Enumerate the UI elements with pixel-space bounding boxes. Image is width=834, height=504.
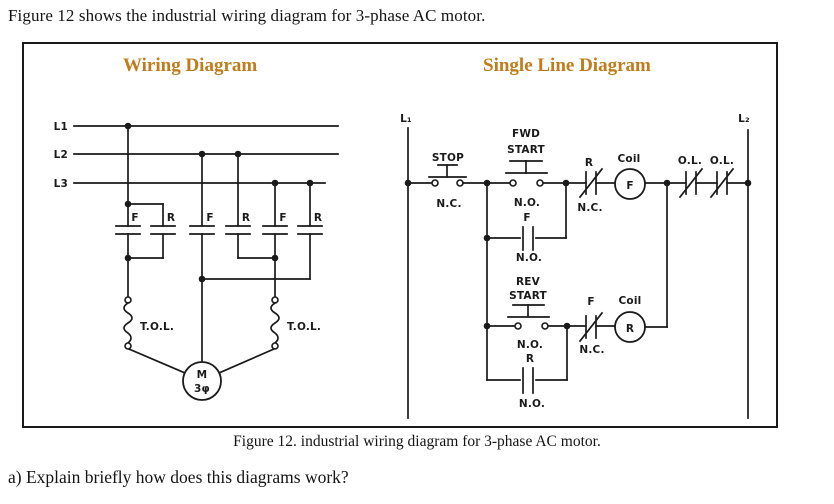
- phase-lines: L1 L2 L3: [54, 121, 339, 190]
- r-interlock-type-label: N.C.: [577, 202, 602, 214]
- motor-symbol: M 3φ: [127, 347, 276, 401]
- overload-right-symbol: T.O.L.: [270, 296, 321, 350]
- r-interlock-contact-symbol: R N.C.: [577, 157, 604, 214]
- rev-start-button-symbol: REV START N.O. R: [507, 276, 550, 365]
- stop-button-symbol: STOP N.C.: [428, 152, 467, 210]
- r-seal-type-label: N.O.: [519, 398, 545, 410]
- contact-f2-label: F: [206, 212, 213, 224]
- ol-left-label: O.L.: [678, 155, 702, 167]
- stop-type-label: N.C.: [436, 198, 461, 210]
- fwd-start-button-symbol: FWD START N.O.: [505, 128, 548, 209]
- rail-l2-label: L₂: [738, 113, 750, 125]
- wiring-l3-label: L3: [54, 178, 68, 190]
- coil-f-label: Coil: [618, 153, 641, 165]
- coil-r-symbol: Coil R: [614, 295, 646, 343]
- ladder-rails: L₁ L₂: [400, 113, 750, 419]
- contact-r2-label: R: [242, 212, 250, 224]
- f-interlock-type-label: N.C.: [579, 344, 604, 356]
- wiring-diagram-title: Wiring Diagram: [123, 55, 258, 76]
- rev-label-1: REV: [516, 276, 541, 288]
- figure-box: [22, 42, 778, 428]
- contact-plates: [115, 225, 323, 235]
- ol-contact-left-symbol: O.L.: [678, 155, 704, 199]
- wiring-diagram: L1 L2 L3 F R F R: [54, 121, 339, 401]
- contact-f3-label: F: [279, 212, 286, 224]
- wiring-l1-label: L1: [54, 121, 68, 133]
- ol-right-label: O.L.: [710, 155, 734, 167]
- fwd-label-1: FWD: [512, 128, 540, 140]
- motor-m-label: M: [197, 369, 208, 381]
- tol-right-label: T.O.L.: [287, 321, 321, 333]
- fwd-type-label: N.O.: [514, 197, 540, 209]
- rev-seal-letter-label: R: [526, 353, 534, 365]
- f-interlock-label: F: [587, 296, 594, 308]
- question-text: a) Explain briefly how does this diagram…: [8, 467, 349, 487]
- contact-f1-label: F: [131, 212, 138, 224]
- single-line-diagram-title: Single Line Diagram: [483, 55, 651, 76]
- wiring-l2-label: L2: [54, 149, 68, 161]
- single-line-diagram: L₁ L₂ STOP N.C. FWD ST: [400, 113, 752, 419]
- overload-left-symbol: T.O.L.: [123, 296, 174, 350]
- rev-type-label: N.O.: [517, 339, 543, 351]
- contactor-contacts: F R F R F R: [115, 212, 323, 363]
- contact-r1-label: R: [167, 212, 175, 224]
- contact-r3-label: R: [314, 212, 322, 224]
- rev-rung: REV START N.O. R F N.C.: [483, 182, 668, 365]
- r-interlock-label: R: [585, 157, 593, 169]
- coil-f-symbol: Coil F: [614, 153, 646, 200]
- r-seal-contact-symbol: N.O.: [486, 325, 568, 410]
- fwd-label-2: START: [507, 144, 545, 156]
- rail-l1-label: L₁: [400, 113, 412, 125]
- f-seal-type-label: N.O.: [516, 252, 542, 264]
- tol-left-label: T.O.L.: [140, 321, 174, 333]
- f-seal-contact-symbol: F N.O.: [483, 182, 567, 381]
- coil-r-letter: R: [626, 323, 634, 335]
- contactor-wiring: [124, 125, 311, 227]
- coil-r-label: Coil: [619, 295, 642, 307]
- ol-contact-right-symbol: O.L.: [709, 155, 735, 199]
- f-seal-letter: F: [523, 212, 530, 224]
- coil-f-letter: F: [626, 180, 633, 192]
- stop-label: STOP: [432, 152, 464, 164]
- figure-caption: Figure 12. industrial wiring diagram for…: [233, 433, 601, 450]
- intro-text: Figure 12 shows the industrial wiring di…: [8, 6, 486, 25]
- rev-label-2: START: [509, 290, 547, 302]
- f-interlock-contact-symbol: F N.C.: [578, 296, 604, 356]
- fwd-rung: STOP N.C. FWD START N.O.: [404, 128, 752, 214]
- motor-phase-label: 3φ: [194, 383, 210, 395]
